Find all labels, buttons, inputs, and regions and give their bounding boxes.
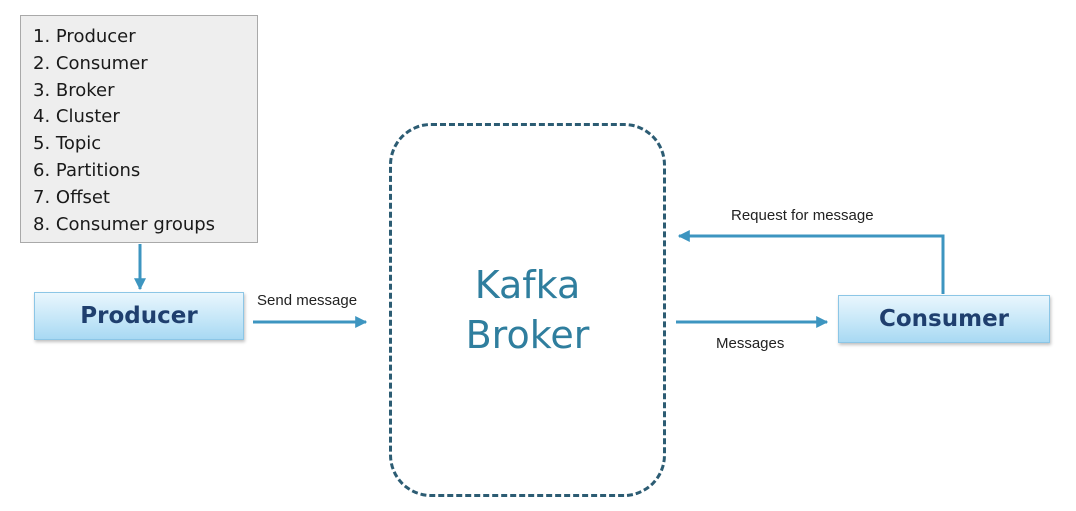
concepts-list: 1. Producer 2. Consumer 3. Broker 4. Clu…: [33, 24, 257, 238]
consumer-node: Consumer: [838, 295, 1050, 343]
concept-item: 1. Producer: [33, 26, 136, 47]
concept-item: 7. Offset: [33, 186, 110, 208]
broker-label-line1: Kafka: [474, 263, 581, 307]
concept-item: 5. Topic: [33, 133, 102, 155]
concept-item: 8. Consumer groups: [33, 213, 216, 235]
concepts-list-box: 1. Producer 2. Consumer 3. Broker 4. Clu…: [20, 15, 258, 243]
send-message-label: Send message: [257, 292, 358, 309]
kafka-broker-node: Kafka Broker: [389, 123, 666, 497]
producer-label: Producer: [80, 303, 198, 329]
messages-label: Messages: [716, 335, 785, 352]
request-for-message-label: Request for message: [731, 207, 874, 224]
concept-item: 4. Cluster: [33, 106, 120, 128]
concept-item: 3. Broker: [33, 79, 115, 101]
concept-item: 6. Partitions: [33, 159, 141, 181]
request-for-message-arrow: [677, 230, 945, 294]
concept-item: 2. Consumer: [33, 52, 148, 74]
broker-label-line2: Broker: [465, 313, 590, 357]
producer-node: Producer: [34, 292, 244, 340]
consumer-label: Consumer: [878, 306, 1010, 332]
